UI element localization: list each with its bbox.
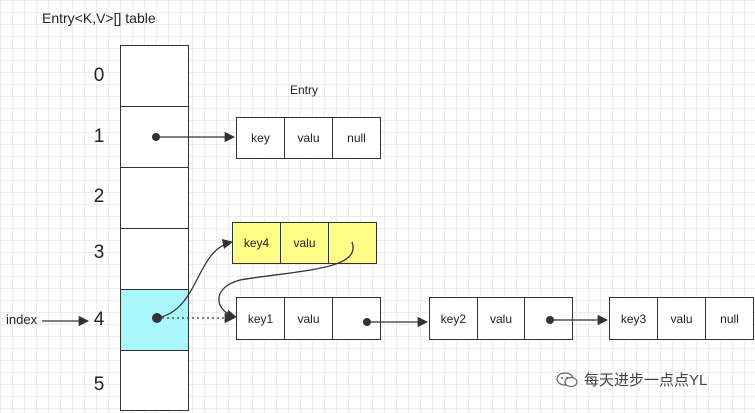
key3-node: key3 valu null: [609, 297, 754, 340]
entry-value-cell: valu: [285, 118, 333, 158]
key3-key-cell: key3: [610, 298, 658, 339]
index-4: 4: [93, 309, 105, 330]
index-3: 3: [93, 242, 105, 263]
key4-key-cell: key4: [233, 223, 281, 263]
entry-label: Entry: [290, 83, 319, 97]
index-2: 2: [93, 186, 105, 207]
index-1: 1: [93, 126, 105, 147]
entry-key-cell: key: [237, 118, 285, 158]
bucket-slot-2: [121, 168, 188, 229]
key1-to-key2-arrow: [363, 316, 429, 328]
key4-value-cell: valu: [281, 223, 329, 263]
key1-value-cell: valu: [285, 298, 333, 339]
bucket-slot-0: [121, 46, 188, 107]
entry-next-cell: null: [347, 131, 366, 145]
bucket1-to-entry-arrow: [152, 131, 236, 143]
index-pointer-label: index: [6, 312, 38, 327]
watermark-text: 每天进步一点点YL: [584, 372, 708, 389]
key2-value-cell: valu: [478, 298, 526, 339]
index-5: 5: [93, 374, 105, 395]
bucket-slot-3: [121, 229, 188, 290]
key2-key-cell: key2: [430, 298, 478, 339]
diagram-title: Entry<K,V>[] table: [42, 10, 156, 26]
bucket-table: [120, 45, 189, 411]
watermark: 每天进步一点点YL: [556, 369, 707, 390]
wechat-icon: [556, 371, 578, 387]
index-0: 0: [93, 65, 105, 86]
entry-node: key valu null: [236, 117, 381, 159]
bucket4-to-key4-arrow: [152, 238, 234, 323]
bucket-slot-1: [121, 107, 188, 168]
key1-node: key1 valu: [236, 297, 381, 340]
key2-to-key3-arrow: [546, 314, 609, 326]
key3-next-cell: null: [720, 311, 739, 326]
key1-key-cell: key1: [237, 298, 285, 339]
key4-to-key1-arrow: [218, 241, 354, 320]
key3-value-cell: valu: [658, 298, 706, 339]
